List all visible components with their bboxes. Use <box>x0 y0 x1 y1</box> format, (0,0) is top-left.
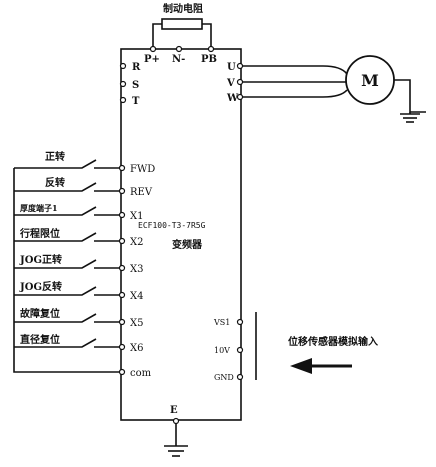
terminal-x6: X6 <box>130 343 143 354</box>
terminal-e: E <box>170 405 178 416</box>
analog-terminals: VS1 10V GND <box>213 312 257 382</box>
terminal-w: W <box>226 93 239 104</box>
brake-resistor-label: 制动电阻 <box>163 2 203 15</box>
switch-label-rev: 反转 <box>45 176 65 189</box>
motor: M <box>345 55 395 105</box>
switch-label-x6: 直径复位 <box>20 333 60 346</box>
terminal-rev: REV <box>130 187 153 198</box>
switch-label-x5: 故障复位 <box>20 307 60 320</box>
terminal-t: T <box>132 96 140 107</box>
terminal-x1: X1 <box>130 211 143 222</box>
terminal-p-plus: P+ <box>144 54 160 65</box>
terminal-vs1: VS1 <box>213 318 230 327</box>
switch-label-x1: 厚度端子1 <box>20 203 58 213</box>
control-terminals: FWD REV X1 X2 X3 X4 X5 X6 com <box>118 164 155 379</box>
input-terminals: R S T <box>119 62 141 107</box>
terminal-x5: X5 <box>130 318 143 329</box>
motor-symbol: M <box>361 71 379 90</box>
ground-icon <box>164 423 188 457</box>
arrow-left-icon <box>290 358 352 374</box>
terminal-r: R <box>132 62 141 73</box>
terminal-v: V <box>226 78 235 89</box>
terminal-x2: X2 <box>130 237 143 248</box>
terminal-u: U <box>227 62 236 73</box>
terminal-n-minus: N- <box>172 54 185 65</box>
output-terminals: U V W <box>226 62 244 104</box>
sensor-input-label: 位移传感器模拟输入 <box>288 335 378 348</box>
switch-label-x3: JOG正转 <box>19 253 62 266</box>
switch-label-x2: 行程限位 <box>19 227 60 240</box>
inverter-name: 变频器 <box>172 238 203 251</box>
terminal-fwd: FWD <box>130 164 155 175</box>
terminal-x4: X4 <box>130 291 143 302</box>
switch-label-x4: JOG反转 <box>19 280 62 293</box>
terminal-10v: 10V <box>214 346 230 355</box>
terminal-gnd: GND <box>214 373 234 382</box>
switch-label-fwd: 正转 <box>45 150 65 163</box>
terminal-s: S <box>132 80 139 91</box>
brake-resistor <box>161 18 203 30</box>
motor-ground-icon <box>394 79 426 123</box>
terminal-x3: X3 <box>130 264 143 275</box>
control-input-switches <box>13 159 121 373</box>
terminal-com: com <box>130 368 152 379</box>
control-input-labels: 正转 反转 厚度端子1 行程限位 JOG正转 JOG反转 故障复位 直径复位 <box>19 150 65 346</box>
terminal-pb: PB <box>201 54 217 65</box>
inverter-model: ECF100-T3-7R5G <box>138 221 206 230</box>
